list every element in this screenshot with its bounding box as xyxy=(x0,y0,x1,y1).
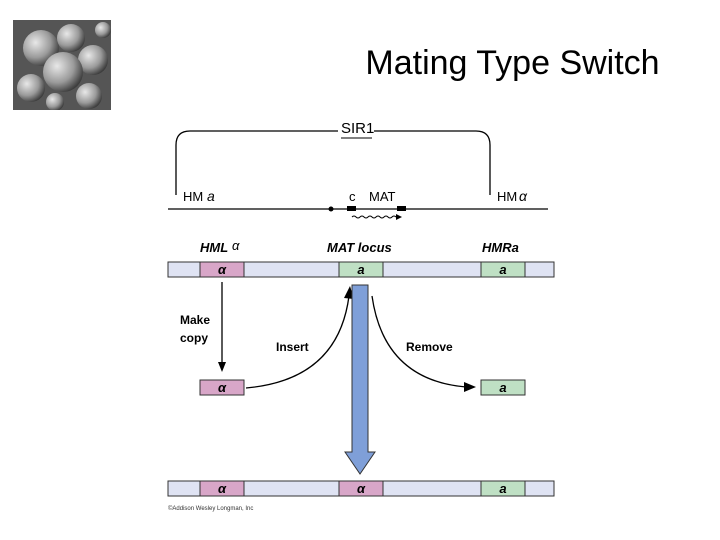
mat-label: MAT xyxy=(369,189,396,204)
row1-label-mat: a xyxy=(357,262,364,277)
row1-box-mat xyxy=(338,261,384,278)
header-hmr: HMRa xyxy=(482,240,519,255)
sir1-bracket-right xyxy=(374,130,491,195)
yeast-photo xyxy=(13,20,111,110)
row3-label-mat: α xyxy=(357,481,366,496)
copyright: ©Addison Wesley Longman, Inc xyxy=(168,505,253,512)
mat-marker-right xyxy=(397,206,406,211)
big-down-arrow xyxy=(344,284,376,475)
hm-left-symbol: a xyxy=(207,188,215,204)
row1-box-hml xyxy=(199,261,245,278)
header-mat-locus: MAT locus xyxy=(327,240,392,255)
header-hml: HML xyxy=(200,240,228,255)
row1-label-hml: α xyxy=(218,262,227,277)
remove-label: Remove xyxy=(406,340,453,354)
slide-title: Mating Type Switch xyxy=(365,44,660,82)
copy-box-alpha xyxy=(199,379,245,396)
mat-wavy-arrowhead xyxy=(396,214,402,220)
hm-left-label: HM xyxy=(183,189,203,204)
row3-label-hmr: a xyxy=(499,481,506,496)
mat-wavy-line xyxy=(351,215,397,219)
copy-label-alpha: α xyxy=(218,380,227,395)
remove-arrowhead xyxy=(464,382,476,392)
c-label: c xyxy=(349,189,356,204)
row3-box-hml xyxy=(199,480,245,497)
insert-label: Insert xyxy=(276,340,309,354)
header-hml-symbol: α xyxy=(232,238,240,253)
centromere-dot xyxy=(328,206,334,212)
make-copy-line1: Make xyxy=(180,313,210,327)
row1-box-hmr xyxy=(480,261,526,278)
sir1-label: SIR1 xyxy=(341,120,374,137)
row3-box-mat xyxy=(338,480,384,497)
make-copy-line2: copy xyxy=(180,331,208,345)
row3-box-hmr xyxy=(480,480,526,497)
copy-box-a xyxy=(480,379,526,396)
mat-marker-left xyxy=(347,206,356,211)
remove-arrow xyxy=(371,295,467,388)
hm-right-label: HM xyxy=(497,189,517,204)
row3-label-hml: α xyxy=(218,481,227,496)
hm-right-symbol: α xyxy=(519,188,528,204)
make-copy-arrowhead xyxy=(218,362,226,372)
copy-label-a: a xyxy=(499,380,506,395)
insert-arrow xyxy=(245,295,350,389)
row1-label-hmr: a xyxy=(499,262,506,277)
sir1-bracket-left xyxy=(175,130,338,195)
